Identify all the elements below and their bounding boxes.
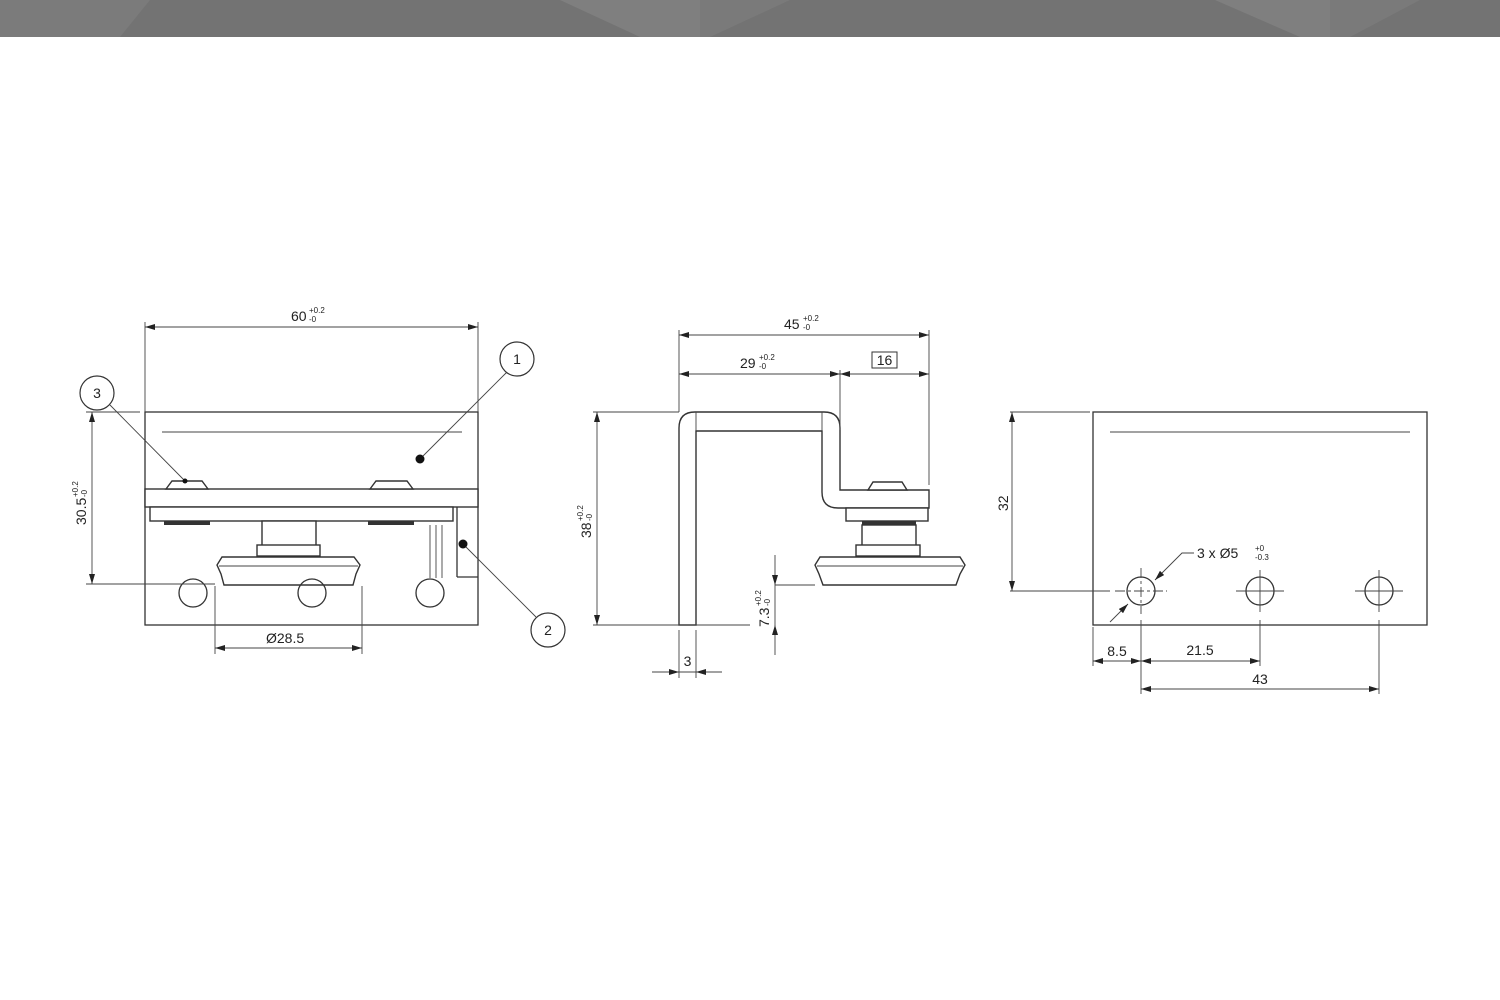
wheel-diameter-value: Ø28.5 (266, 630, 304, 646)
width-dim-tol-upper: +0.2 (309, 306, 325, 315)
wheel-collar (256, 544, 321, 557)
wheel-collar (855, 544, 921, 557)
reference-dim-value: 16 (877, 352, 893, 368)
hole-callout-tol-lower: -0.3 (1255, 553, 1269, 562)
hole (1115, 568, 1167, 614)
height-dim-tol-upper: +0.2 (71, 481, 80, 497)
height-dim-value: 30.5 (73, 498, 89, 525)
mounting-hole (178, 578, 208, 608)
wheel-offset-tol-lower: -0 (763, 598, 772, 606)
bolt-head (164, 480, 210, 490)
width-dim-tol-lower: -0 (309, 315, 317, 324)
overall-dim-tol-lower: -0 (803, 323, 811, 332)
front-body-outline (144, 411, 479, 626)
side-height-tol-upper: +0.2 (576, 505, 585, 521)
balloon-3: 3 (79, 375, 188, 484)
edge-dim-value: 8.5 (1107, 643, 1127, 659)
wheel (814, 556, 966, 586)
hole (1355, 570, 1403, 612)
nut (368, 521, 414, 525)
rear-height-value: 32 (995, 495, 1011, 511)
hole (1236, 570, 1284, 612)
svg-text:3: 3 (93, 385, 101, 401)
rear-view: 32 3 x Ø5 +0 -0.3 8.5 21.5 43 (995, 411, 1428, 694)
side-bracket (429, 507, 478, 578)
wheel-stem (261, 520, 317, 547)
nut-block (845, 507, 929, 522)
banner-pattern (0, 0, 1420, 37)
hole-callout-value: 3 x Ø5 (1197, 545, 1238, 561)
nut (164, 521, 210, 525)
width-dim-value: 60 (291, 308, 307, 324)
mounting-hole (415, 578, 445, 608)
lower-plate (149, 506, 454, 522)
svg-text:2: 2 (544, 622, 552, 638)
overall-dim-value: 45 (784, 316, 800, 332)
inner-dim-value: 29 (740, 355, 756, 371)
side-height-tol-lower: -0 (585, 513, 594, 521)
front-view: 60 +0.2 -0 30.5 +0.2 -0 Ø28.5 1 2 (71, 306, 566, 654)
wheel-offset-tol-upper: +0.2 (754, 590, 763, 606)
header-banner (0, 0, 1500, 37)
overall-dim-tol-upper: +0.2 (803, 314, 819, 323)
bolt-head (866, 481, 909, 491)
balloon-2: 2 (458, 539, 566, 648)
mounting-plate (144, 488, 479, 508)
mounting-hole (297, 578, 327, 608)
side-view: 45 +0.2 -0 29 +0.2 -0 16 38 +0.2 -0 7.3 … (576, 314, 966, 678)
wheel-stem (861, 524, 917, 547)
wheel-offset-value: 7.3 (756, 607, 772, 627)
bolt-head (368, 480, 415, 490)
svg-text:1: 1 (513, 351, 521, 367)
thickness-value: 3 (684, 653, 692, 669)
inner-dim-tol-lower: -0 (759, 362, 767, 371)
hole-callout-leader (1154, 552, 1194, 581)
span-dim-value: 43 (1252, 671, 1268, 687)
pitch-dim-value: 21.5 (1186, 642, 1213, 658)
wheel (216, 556, 361, 586)
balloon-1: 1 (415, 341, 535, 464)
hole-callout-tol-upper: +0 (1255, 544, 1265, 553)
height-dim-tol-lower: -0 (80, 489, 89, 497)
inner-dim-tol-upper: +0.2 (759, 353, 775, 362)
side-height-value: 38 (578, 522, 594, 538)
